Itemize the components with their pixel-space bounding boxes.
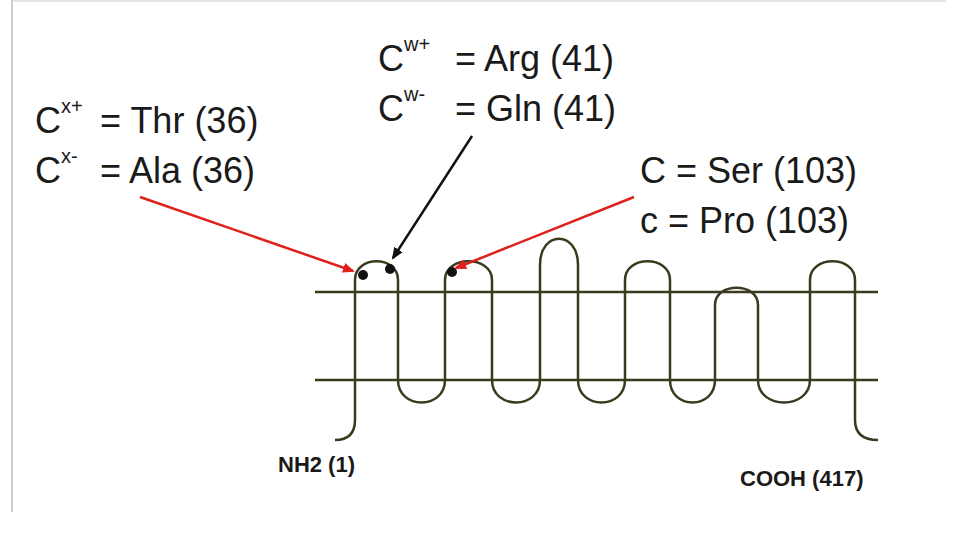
residue-label: = Arg (41) <box>455 38 614 79</box>
residue-label: = Thr (36) <box>100 100 258 141</box>
residue-dot <box>358 270 368 280</box>
variant-superscript: x- <box>61 145 78 168</box>
variant-superscript: w+ <box>404 33 430 56</box>
pointer-arrow <box>140 197 353 271</box>
variant-symbol: C <box>378 88 404 129</box>
residue-label: C = Ser (103) <box>640 150 857 191</box>
residue-dot <box>447 267 457 277</box>
protein-chain <box>335 239 878 440</box>
variant-superscript: w- <box>404 83 425 106</box>
variant-symbol: C <box>378 38 404 79</box>
frame-line <box>12 0 13 512</box>
residue-label: = Ala (36) <box>100 150 255 191</box>
membrane-line <box>315 379 878 382</box>
residue-dot <box>385 264 395 274</box>
residue-label: = Gln (41) <box>455 88 616 129</box>
membrane-line <box>315 291 878 294</box>
residue-label: c = Pro (103) <box>640 200 849 241</box>
pointer-arrow <box>456 197 634 268</box>
pointer-arrow <box>393 136 472 258</box>
frame-line <box>12 1 946 2</box>
terminus-label: COOH (417) <box>740 466 863 491</box>
terminus-label: NH2 (1) <box>278 452 355 477</box>
variant-superscript: x+ <box>61 95 83 118</box>
variant-symbol: C <box>35 150 61 191</box>
variant-symbol: C <box>35 100 61 141</box>
